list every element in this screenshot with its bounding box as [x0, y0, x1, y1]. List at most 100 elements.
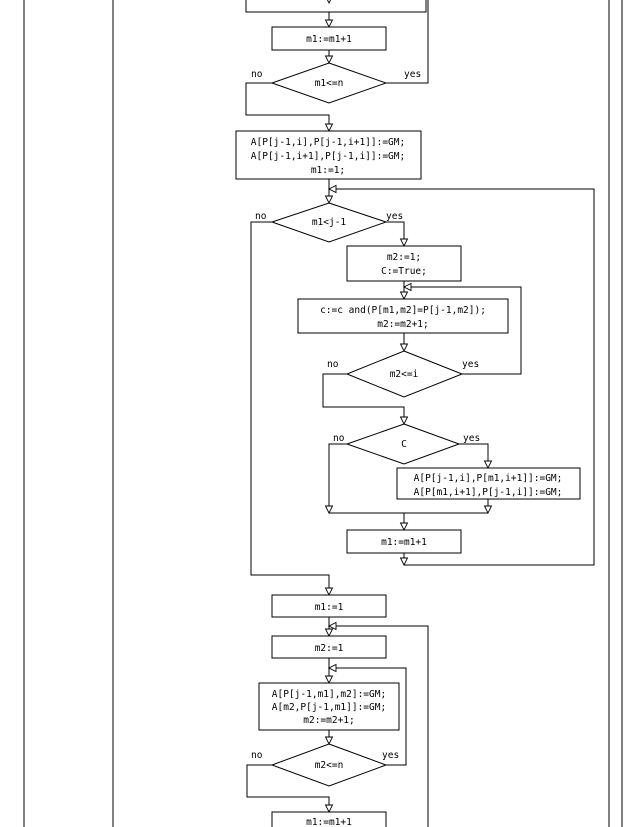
arrow-down [399, 522, 409, 532]
decision-diamond [270, 202, 388, 243]
process-assign-gm-1: A[P[j-1,i],P[j-1,i+1]]:=GM; A[P[j-1,i+1]… [235, 130, 422, 180]
label-yes: yes [463, 433, 480, 444]
label-no: no [327, 359, 339, 370]
arrow-down [399, 238, 409, 248]
wire-cond-m1j-yes [386, 221, 405, 246]
arrow-down [399, 416, 409, 426]
decision-text: m2<=n [315, 760, 344, 771]
process-text: m1:=m1+1 [381, 537, 427, 548]
arrow-down [483, 460, 493, 470]
process-set-m1-1: m1:=1 [271, 594, 387, 618]
decision-m2-le-i: m2<=i no yes [327, 350, 479, 398]
label-yes: yes [404, 69, 421, 80]
process-text: m1:=1 [315, 602, 344, 613]
label-yes: yes [386, 211, 403, 222]
wire-cond-m1j-no [250, 221, 330, 595]
label-no: no [251, 750, 263, 761]
arrow-down [324, 736, 334, 746]
process-box [346, 529, 462, 554]
decision-m1-lt-j1: m1<j-1 no yes [255, 202, 403, 243]
arrow-down [399, 291, 409, 301]
decision-diamond [270, 62, 388, 104]
process-box [258, 682, 400, 731]
arrow-down [324, 505, 334, 515]
decision-diamond [345, 423, 461, 465]
process-text: m1:=m1+1 [306, 817, 352, 827]
wire-bottom-loop-return [329, 625, 429, 827]
wire-cond-c-yes [459, 443, 489, 468]
process-box [271, 594, 387, 618]
connectors [245, 0, 595, 827]
wire-cond-c-no [328, 443, 347, 513]
arrow-down [324, 19, 334, 29]
process-box [396, 467, 581, 500]
arrow-down [324, 55, 334, 65]
decision-c: C no yes [333, 423, 480, 465]
decision-text: C [401, 439, 407, 450]
process-text: m2:=1 [315, 643, 344, 654]
process-text: m2:=1; [387, 252, 421, 263]
wire-cond-m1n-yes [386, 0, 429, 84]
arrow-left [327, 621, 337, 631]
process-set-m2-1: m2:=1 [271, 635, 387, 659]
arrowheads [324, 0, 493, 814]
process-compare-c: c:=c and(P[m1,m2]=P[j-1,m2]); m2:=m2+1; [297, 298, 509, 334]
arrow-left [327, 663, 337, 673]
process-box [346, 245, 462, 282]
wire-cond-m2i-yes [404, 286, 522, 375]
process-text: m2:=m2+1; [303, 715, 354, 726]
process-text: A[P[m1,i+1],P[j-1,i]]:=GM; [414, 487, 563, 498]
wire-top-box-bottom [245, 0, 427, 13]
arrow-down [324, 804, 334, 814]
process-inc-m1-bottom: m1:=m1+1 [271, 811, 387, 827]
arrow-down [326, 0, 332, 5]
arrow-down [324, 587, 334, 597]
arrow-down [324, 195, 334, 205]
label-yes: yes [382, 750, 399, 761]
process-init-m2-c: m2:=1; C:=True; [346, 245, 462, 282]
arrow-left [327, 184, 337, 194]
process-text: c:=c and(P[m1,m2]=P[j-1,m2]); [320, 305, 486, 316]
label-no: no [251, 69, 263, 80]
arrow-down [399, 343, 409, 353]
decision-text: m2<=i [390, 369, 419, 380]
process-box [271, 811, 387, 827]
process-text: A[P[j-1,i],P[m1,i+1]]:=GM; [414, 473, 563, 484]
decision-text: m1<=n [315, 78, 344, 89]
decision-diamond [345, 350, 464, 398]
wire-cond-m2n-no [246, 764, 330, 812]
process-box [271, 635, 387, 659]
label-no: no [255, 211, 267, 222]
wire-outer-loop-return [329, 188, 595, 566]
process-text: m2:=m2+1; [377, 319, 428, 330]
process-text: A[P[j-1,i+1],P[j-1,i]]:=GM; [251, 151, 405, 162]
process-inc-m1-top: m1:=m1+1 [271, 26, 387, 51]
process-inc-m1-mid: m1:=m1+1 [346, 529, 462, 554]
wire-cond-m2n-yes [329, 667, 407, 766]
label-yes: yes [462, 359, 479, 370]
process-text: A[P[j-1,i],P[j-1,i+1]]:=GM; [251, 137, 405, 148]
process-box [271, 26, 387, 51]
process-text: m1:=1; [311, 165, 345, 176]
process-assign-gm-2: A[P[j-1,i],P[m1,i+1]]:=GM; A[P[m1,i+1],P… [396, 467, 581, 500]
wire-cond-m1n-no [245, 82, 330, 131]
decision-m2-le-n: m2<=n no yes [251, 743, 399, 787]
process-text: A[m2,P[j-1,m1]]:=GM; [272, 702, 386, 713]
process-text: m1:=m1+1 [306, 34, 352, 45]
process-assign-gm-3: A[P[j-1,m1],m2]:=GM; A[m2,P[j-1,m1]]:=GM… [258, 682, 400, 731]
decision-m1-le-n: m1<=n no yes [251, 62, 421, 104]
arrow-left [402, 282, 412, 292]
process-text: A[P[j-1,m1],m2]:=GM; [272, 689, 386, 700]
arrow-down [324, 628, 334, 638]
process-box [297, 298, 509, 334]
arrow-down [324, 123, 334, 133]
wire-cond-m2i-no [322, 373, 405, 424]
process-text: C:=True; [381, 266, 427, 277]
arrow-down [399, 557, 409, 567]
label-no: no [333, 433, 345, 444]
process-box [235, 130, 422, 180]
decision-diamond [270, 743, 388, 787]
arrow-down [324, 675, 334, 685]
decision-text: m1<j-1 [312, 217, 347, 228]
